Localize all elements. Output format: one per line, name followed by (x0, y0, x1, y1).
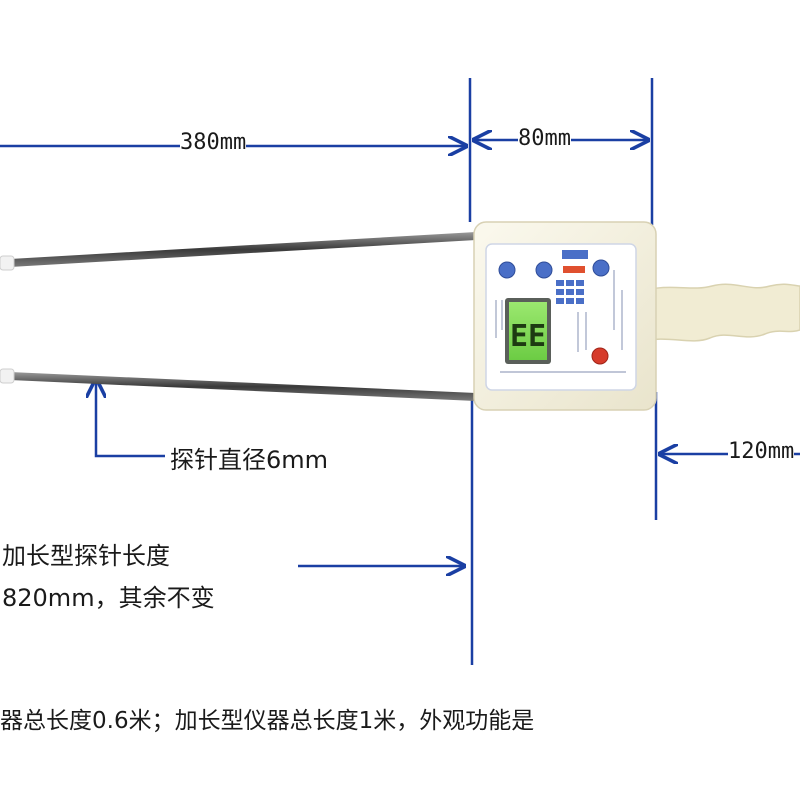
probe-upper (0, 232, 476, 271)
device-red-block (563, 266, 585, 273)
handle-length-label: 120mm (728, 439, 795, 464)
device-button-right (592, 259, 610, 277)
device-button-left (498, 261, 516, 279)
device-handle (639, 283, 800, 343)
device-print-marks (495, 270, 626, 373)
body-length-label: 80mm (518, 126, 571, 151)
device-header-block (562, 250, 588, 259)
probe-diameter-label: 探针直径6mm (170, 440, 329, 475)
device-button-power (591, 347, 609, 365)
extended-probe-label-line2: 820mm，其余不变 (2, 578, 215, 613)
extended-probe-label-line1: 加长型探针长度 (2, 536, 170, 571)
device-button-middle (535, 261, 553, 279)
probe-length-label: 380mm (180, 130, 247, 155)
device-key-grid (556, 280, 584, 304)
probe-lower (0, 368, 476, 401)
device-display (509, 302, 547, 360)
device-display-text: EE (510, 319, 546, 354)
total-length-note: 器总长度0.6米；加长型仪器总长度1米，外观功能是 (0, 701, 800, 735)
leader-line-diameter (96, 380, 165, 458)
